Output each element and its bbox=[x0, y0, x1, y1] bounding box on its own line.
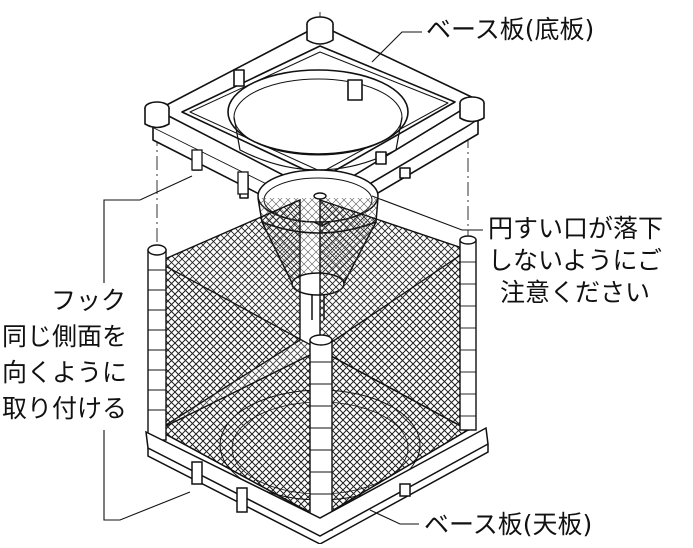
label-cone-warning-line-3: 注意ください bbox=[500, 278, 651, 307]
label-base-plate-bottom: ベース板(底板) bbox=[426, 15, 595, 44]
leader-lines bbox=[103, 31, 483, 525]
label-same-side-line-1: 同じ側面を bbox=[2, 322, 128, 351]
base-plate-lower bbox=[145, 426, 489, 545]
base-plate-upper bbox=[144, 16, 485, 227]
label-same-side-line-3: 取り付ける bbox=[2, 394, 128, 423]
hooks-upper bbox=[191, 149, 249, 195]
label-cone-warning-line-1: 円すい口が落下 bbox=[488, 214, 664, 243]
label-same-side-line-2: 向くように bbox=[2, 358, 128, 387]
label-cone-warning-line-2: しないようにご bbox=[488, 246, 663, 275]
mesh-box-posts bbox=[147, 192, 477, 531]
label-base-plate-top: ベース板(天板) bbox=[424, 510, 593, 539]
label-hook: フック bbox=[51, 286, 127, 315]
